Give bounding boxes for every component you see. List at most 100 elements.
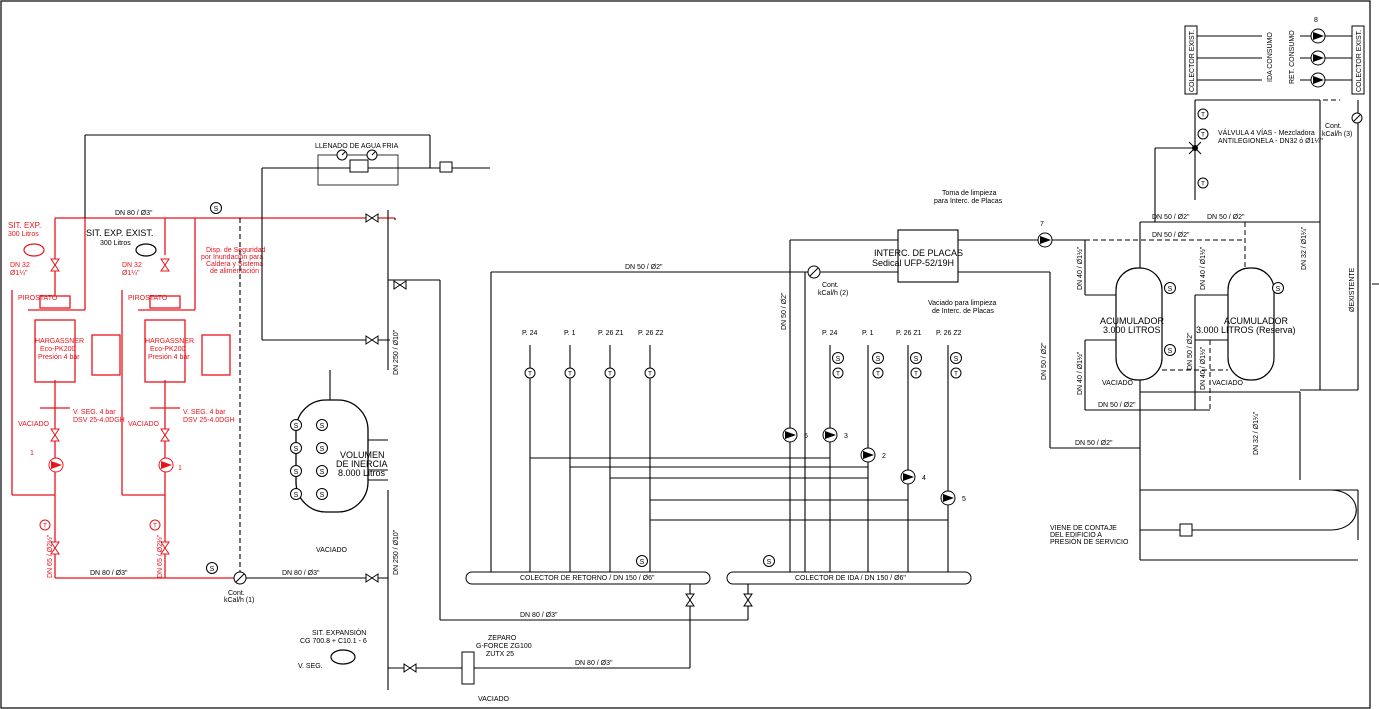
dn250-top: DN 250 / Ø10" <box>393 329 400 375</box>
pump-icon <box>158 457 174 473</box>
thermometer-t-icon <box>950 367 962 379</box>
exchanger-pipes <box>958 239 1140 449</box>
sit-exp-exist-label: SIT. EXP. EXIST. <box>86 228 153 238</box>
consumo-pipes <box>1197 35 1352 81</box>
v-seg-label: V. SEG. <box>298 663 323 670</box>
dn50-acc-top3: DN 50 / Ø2" <box>1152 232 1190 239</box>
ret-p24: P. 24 <box>522 330 538 337</box>
acum2-1: ACUMULADOR <box>1224 316 1289 326</box>
pump-icon <box>1310 50 1326 66</box>
colector-exist-2-label: COLECTOR EXIST. <box>1356 30 1363 92</box>
thermometer-t-icon <box>524 367 536 379</box>
sensor-s-icon <box>832 352 844 364</box>
vaciado-acc1: VACIADO <box>1102 380 1134 387</box>
filling-unit-icon <box>349 159 369 173</box>
dn32-left-b: Ø1¼" <box>10 270 28 277</box>
dn50-acc-mid: DN 50 / Ø2" <box>1187 332 1194 370</box>
valve-icon <box>50 258 60 272</box>
ret-consumo: RET. CONSUMO <box>1289 30 1296 84</box>
colector-retorno <box>465 571 711 585</box>
pump-icon <box>1310 72 1326 88</box>
boiler1-model: Eco-PK200 <box>40 346 76 353</box>
valve-icon <box>403 663 417 673</box>
sensor-s-icon <box>206 562 218 574</box>
valvula-2: ANTILEGIONELA - DN32 ó Ø1¼" <box>1218 138 1323 145</box>
disp-seg-3: Caldera y Sistema <box>206 261 263 268</box>
dn40-4: DN 40 / Ø1½" <box>1199 346 1207 390</box>
ida-consumo: IDA CONSUMO <box>1267 32 1274 82</box>
volumen-3: 8.000 Litros <box>338 468 386 478</box>
vaciado-inercia: VACIADO <box>316 547 348 554</box>
svg-text:T: T <box>153 523 157 530</box>
existente: ØEXISTENTE <box>1349 267 1356 312</box>
vseg2-b: DSV 25-4.0DGH <box>183 417 235 424</box>
dn40-2: DN 40 / Ø1½" <box>1076 351 1084 395</box>
pump-3-num: 3 <box>844 433 848 440</box>
sensor-s-icon <box>316 465 328 477</box>
ida-p1: P. 1 <box>862 330 874 337</box>
thermometer-t-icon <box>1197 108 1209 120</box>
pump-icon <box>1037 232 1053 248</box>
thermometer-t-icon <box>832 367 844 379</box>
meter-icon <box>1351 112 1363 124</box>
sensor-s-icon <box>290 442 302 454</box>
sensor-s-icon <box>316 419 328 431</box>
sit-exp-capacity: 300 Litros <box>8 231 39 238</box>
sensor-s-icon <box>950 352 962 364</box>
dn80-zeparo: DN 80 / Ø3" <box>575 660 613 667</box>
pirostato-2: PIROSTATO <box>128 295 168 302</box>
accumulator-1-icon <box>1115 267 1163 381</box>
dn80-bottom2: DN 80 / Ø3" <box>282 570 320 577</box>
thermometer-t-icon <box>1197 128 1209 140</box>
pump-icon <box>900 469 916 485</box>
vaciado-placas-2: de Interc. de Placas <box>932 308 994 315</box>
llenado-label: LLENADO DE AGUA FRIA <box>315 143 399 150</box>
dn50-right-v: DN 50 / Ø2" <box>1041 342 1048 380</box>
dn32-left: DN 32 <box>10 262 30 269</box>
interc-2: Sedical UFP-52/19H <box>872 258 954 268</box>
meter-icon <box>1179 523 1193 537</box>
ret-p26z2: P. 26 Z2 <box>638 330 664 337</box>
sit-expansion: SIT. EXPANSIÓN <box>312 628 366 637</box>
viene-1: VIENE DE CONTAJE <box>1050 525 1117 532</box>
valve-icon <box>160 258 170 272</box>
meter-icon <box>233 571 247 585</box>
pump-1-num: 1 <box>30 450 34 457</box>
sensor-s-icon <box>290 419 302 431</box>
valve-icon <box>393 280 407 290</box>
boiler2-press: Presión 4 bar <box>148 354 190 361</box>
vaciado-acc2: VACIADO <box>1212 380 1244 387</box>
pump-6-num: 6 <box>804 433 808 440</box>
boiler-circuit <box>11 217 395 579</box>
accumulator-2-icon <box>1227 267 1275 381</box>
disp-seg-2: por Inundación para <box>201 254 263 261</box>
pirostato-1: PIROSTATO <box>18 295 58 302</box>
pump-icon <box>782 427 798 443</box>
cont-kcal-1-a: Cont. <box>228 590 245 597</box>
sit-expansion-model: CG 700.8 + C10.1 - 6 <box>300 638 367 645</box>
vseg1-a: V. SEG. 4 bar <box>73 409 116 416</box>
sensor-s-icon <box>872 352 884 364</box>
dn50-acc-bot: DN 50 / Ø2" <box>1098 402 1136 409</box>
ret-p26z1: P. 26 Z1 <box>598 330 624 337</box>
zeparo-1: ZEPARO <box>488 635 517 642</box>
zone-risers <box>490 239 1050 572</box>
dn50-acc-bot2: DN 50 / Ø2" <box>1075 440 1113 447</box>
pump-icon <box>48 457 64 473</box>
colector-exist-2 <box>1351 25 1365 95</box>
colector-retorno-label: COLECTOR DE RETORNO / DN 150 / Ø6" <box>520 575 655 582</box>
thermometer-t-icon <box>872 367 884 379</box>
pump-icon <box>860 447 876 463</box>
sensor-s-icon <box>910 352 922 364</box>
dn40-3: DN 40 / Ø1½" <box>1199 246 1207 290</box>
boiler1-press: Presión 4 bar <box>38 354 80 361</box>
valve-icon <box>365 335 379 345</box>
sensor-s-icon <box>1164 344 1176 356</box>
sensor-s-icon <box>290 488 302 500</box>
pump-5-num: 5 <box>962 496 966 503</box>
boiler1-name: HARGASSNER <box>35 338 84 345</box>
sensor-s-icon <box>316 488 328 500</box>
volumen-2: DE INERCIA <box>336 459 388 469</box>
